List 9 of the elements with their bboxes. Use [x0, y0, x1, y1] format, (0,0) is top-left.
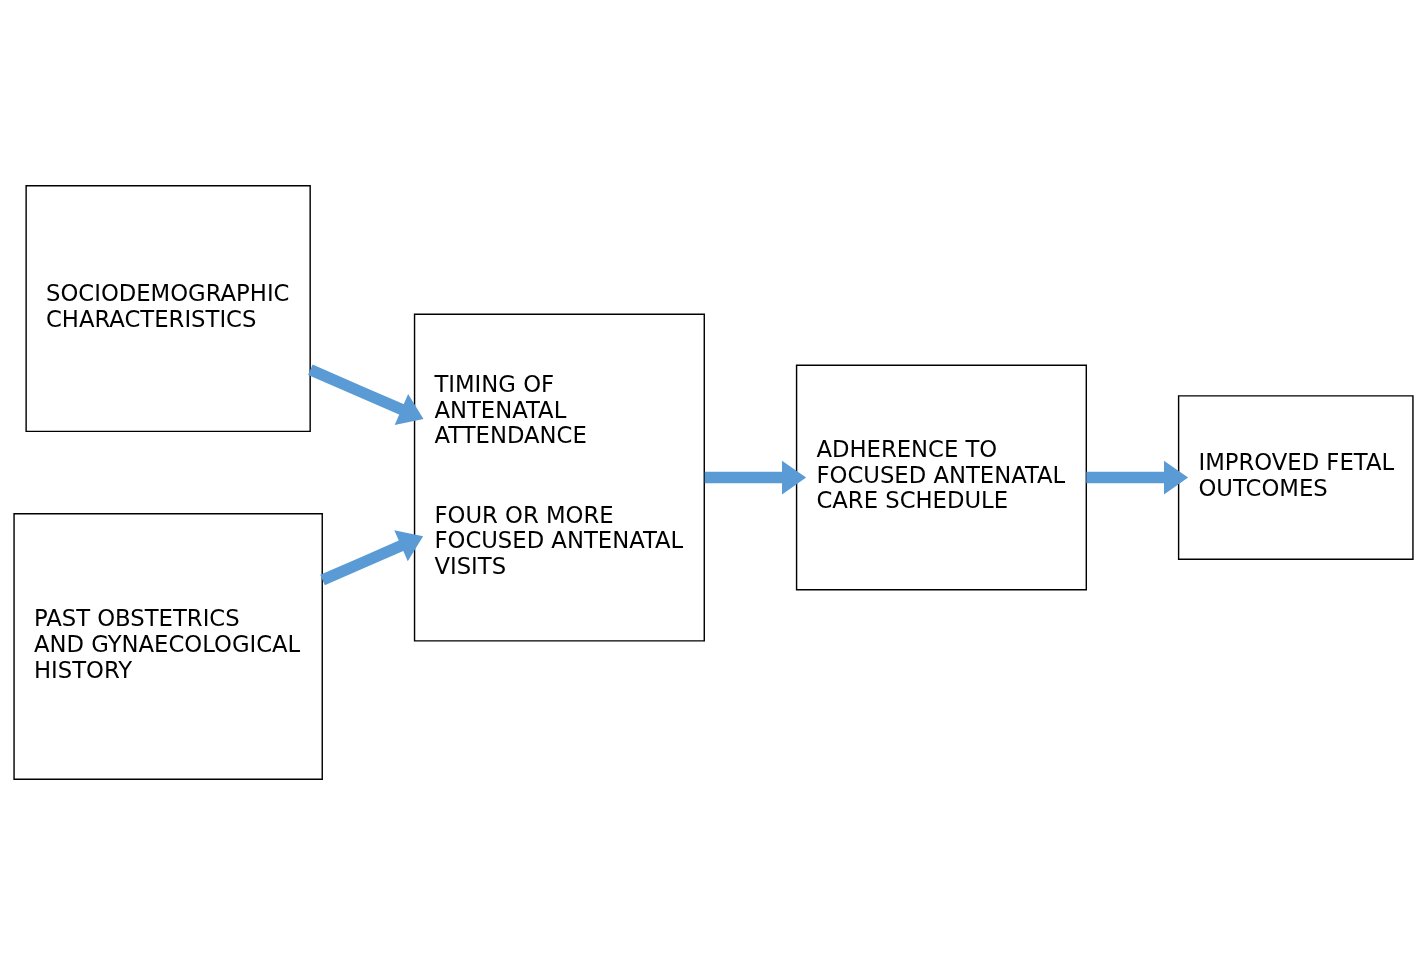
arrow [704, 460, 807, 494]
node-box: ADHERENCE TO FOCUSED ANTENATAL CARE SCHEDULE [795, 364, 1087, 590]
node-box: TIMING OF ANTENATAL ATTENDANCE FOUR OR MORE FOCUSED ANTENATAL VISITS [413, 313, 705, 642]
node-box: IMPROVED FETAL OUTCOMES [1177, 394, 1414, 560]
node-box: PAST OBSTETRICS AND GYNAECOLOGICAL HISTORY [13, 512, 323, 780]
arrow [308, 364, 424, 425]
arrow [320, 529, 424, 585]
node-box: SOCIODEMOGRAPHIC CHARACTERISTICS [25, 184, 311, 432]
arrow [1086, 460, 1189, 494]
